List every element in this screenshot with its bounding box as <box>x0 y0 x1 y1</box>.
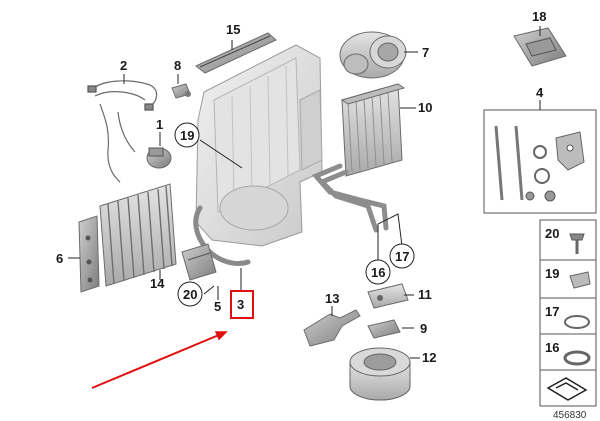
label-6[interactable]: 6 <box>56 251 63 266</box>
fastener-legend <box>539 219 597 407</box>
label-2[interactable]: 2 <box>120 58 127 73</box>
label-20-circle <box>177 281 203 307</box>
label-10[interactable]: 10 <box>418 100 432 115</box>
label-17[interactable]: 17 <box>395 249 409 264</box>
label-19-circle <box>174 122 200 148</box>
label-17-circle <box>389 243 415 269</box>
legend-19[interactable]: 19 <box>545 266 559 281</box>
part-11-valve <box>367 283 409 309</box>
label-3[interactable]: 3 <box>237 297 244 312</box>
part-1-actuator <box>146 147 172 169</box>
label-5[interactable]: 5 <box>214 299 221 314</box>
label-20[interactable]: 20 <box>183 287 197 302</box>
part-9-block <box>367 319 401 339</box>
part-12-blower-wheel <box>349 347 411 401</box>
legend-16[interactable]: 16 <box>545 340 559 355</box>
label-9[interactable]: 9 <box>420 321 427 336</box>
highlight-arrow <box>91 331 228 389</box>
part-13-bracket <box>303 309 361 347</box>
label-16-circle <box>365 259 391 285</box>
label-19[interactable]: 19 <box>180 128 194 143</box>
label-4[interactable]: 4 <box>536 85 544 100</box>
label-15[interactable]: 15 <box>226 22 240 37</box>
leader-lines <box>68 26 541 359</box>
part-7-blower-motor <box>339 31 407 79</box>
label-13[interactable]: 13 <box>325 291 339 306</box>
part-14-heater-core <box>99 183 177 287</box>
label-14[interactable]: 14 <box>150 276 165 291</box>
part-5-resistor <box>181 243 217 281</box>
label-3-highlight-box <box>230 290 254 319</box>
label-12[interactable]: 12 <box>422 350 436 365</box>
legend-17[interactable]: 17 <box>545 304 559 319</box>
label-8[interactable]: 8 <box>174 58 181 73</box>
part-8-sensor <box>171 83 191 99</box>
part-10-evaporator <box>340 83 406 177</box>
part-18-bracket <box>513 27 567 67</box>
part-6-plate <box>78 215 100 293</box>
label-18[interactable]: 18 <box>532 9 546 24</box>
label-7[interactable]: 7 <box>422 45 429 60</box>
label-16[interactable]: 16 <box>371 265 385 280</box>
refrigerant-pipes <box>311 163 389 233</box>
hvac-housing <box>195 44 323 247</box>
part-2-wiring-harness <box>87 80 158 183</box>
diagram-reference-number: 456830 <box>553 410 587 421</box>
part-4-kit-contents <box>494 125 585 202</box>
label-11[interactable]: 11 <box>418 287 432 302</box>
legend-20[interactable]: 20 <box>545 226 559 241</box>
part-15-filter-strip <box>195 32 277 74</box>
label-1[interactable]: 1 <box>156 117 163 132</box>
